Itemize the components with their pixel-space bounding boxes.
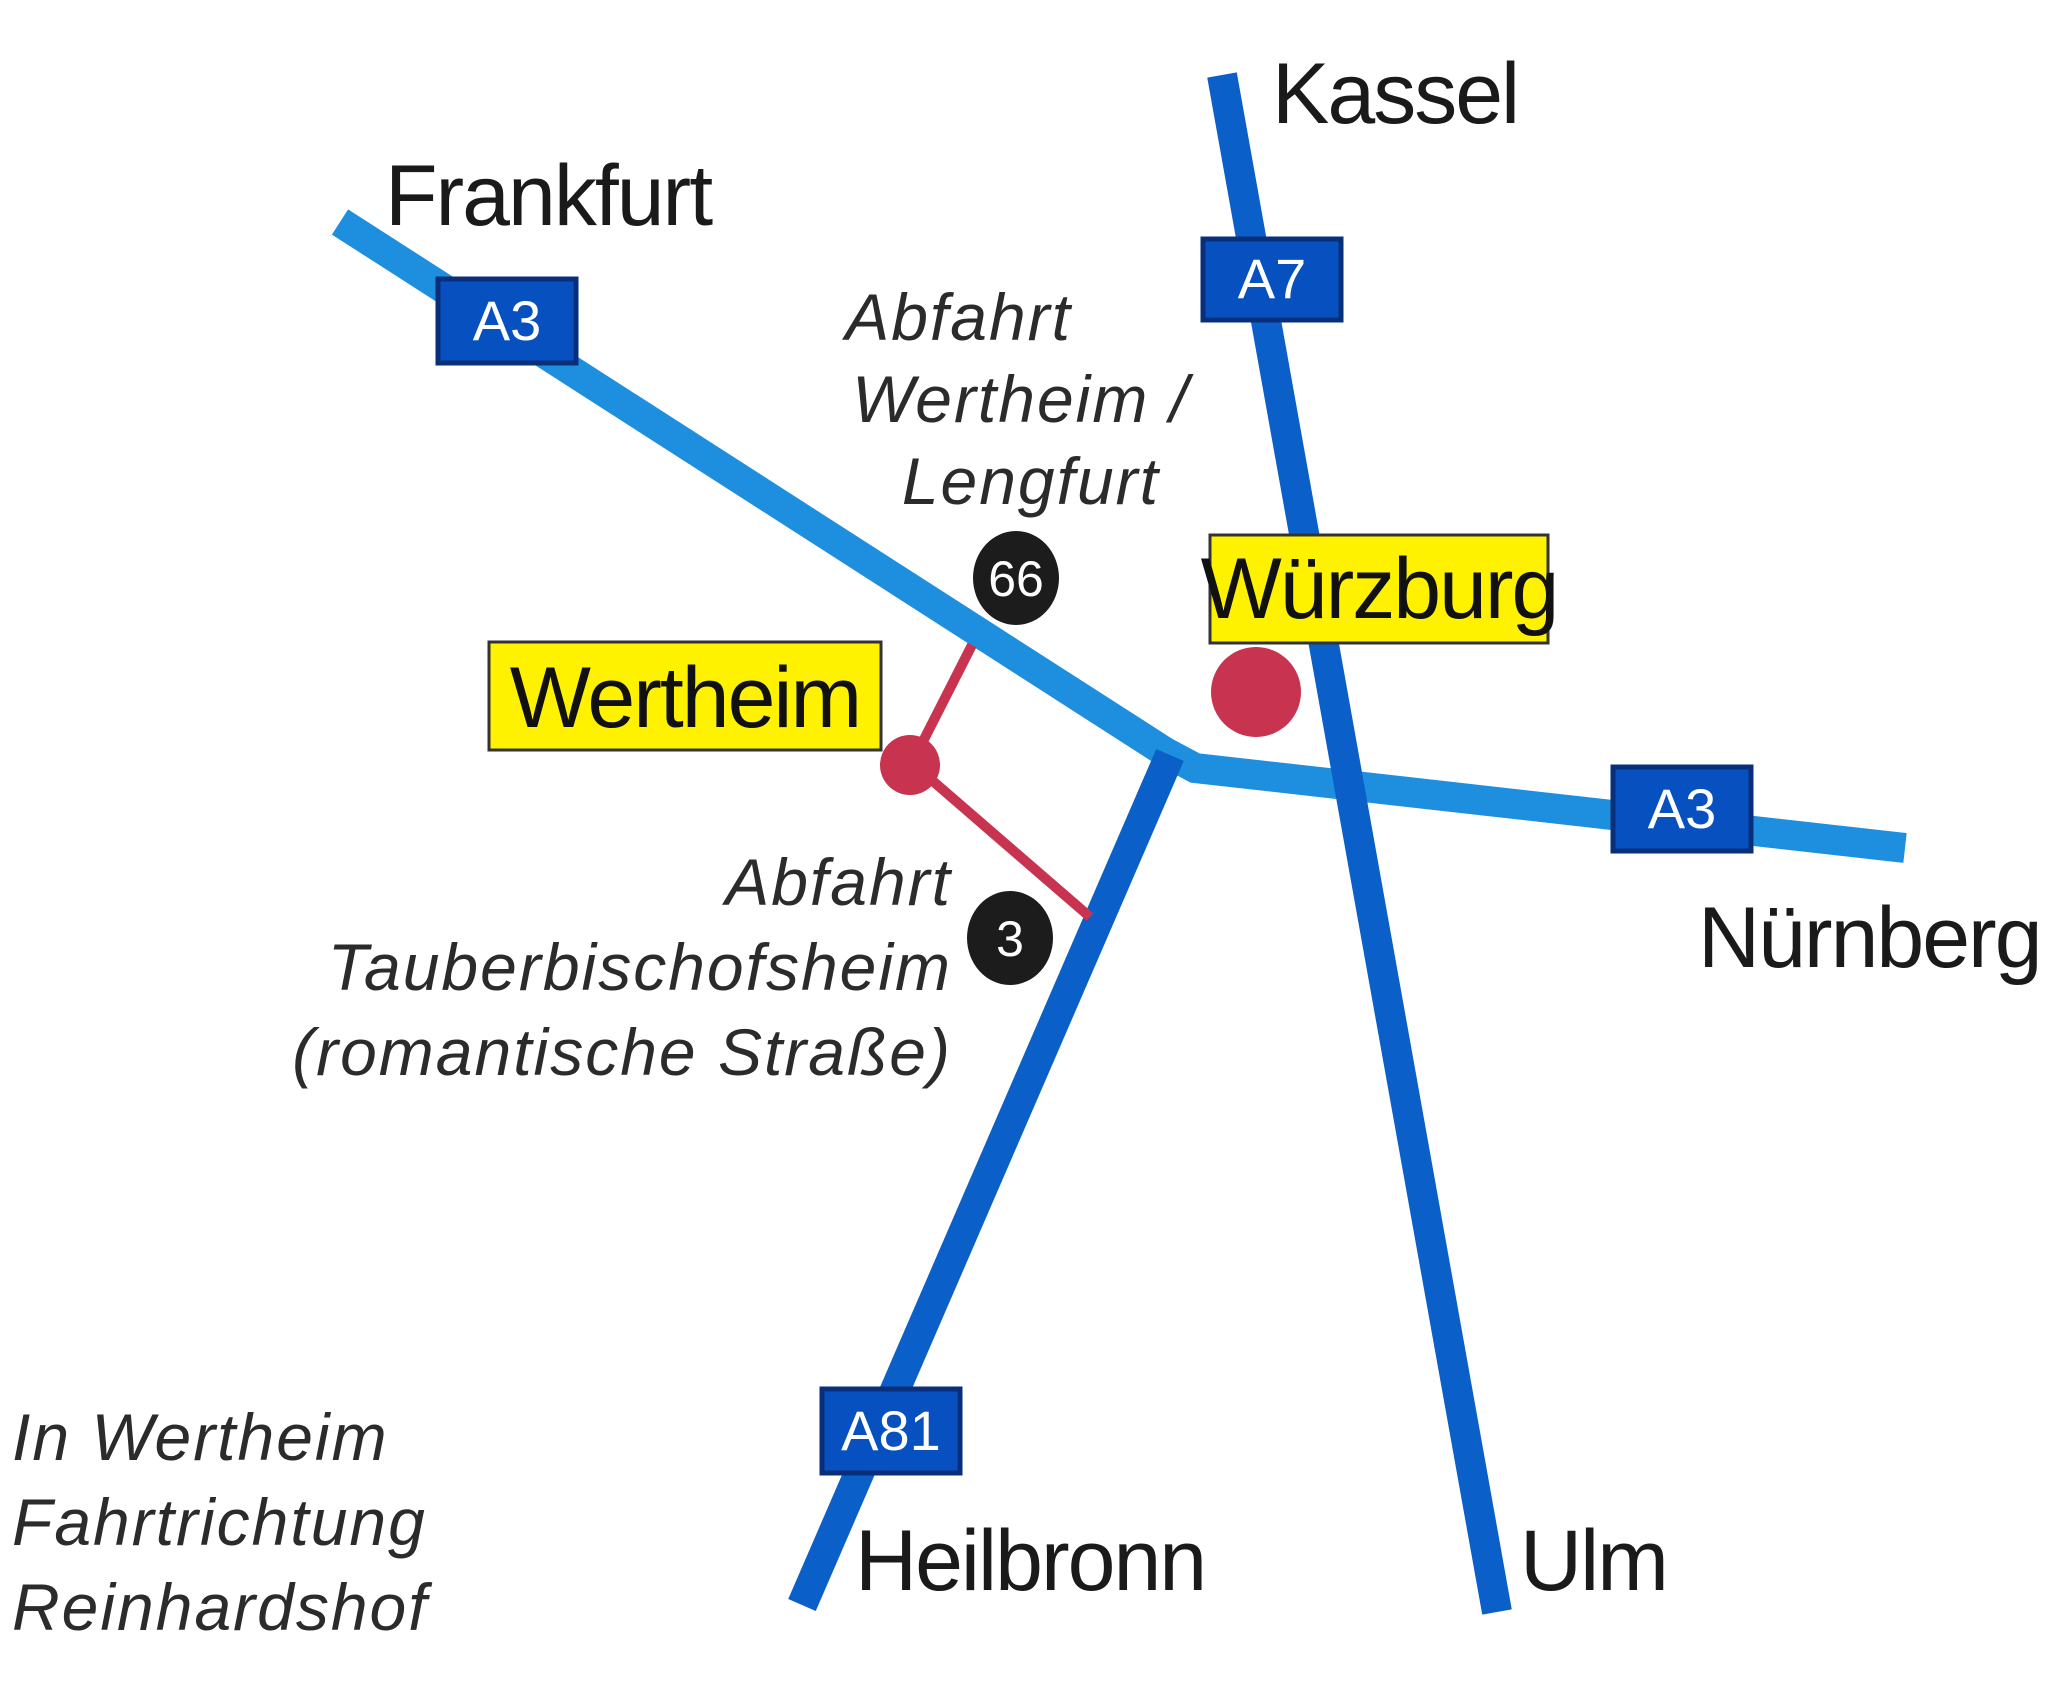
a3-shield-east: A3 [1610,764,1754,854]
exit-3-line-2: Tauberbischofsheim [328,930,952,1004]
a7-autobahn [1207,72,1512,1615]
exit-3-marker: 3 [967,891,1053,985]
city-nuernberg: Nürnberg [1698,890,2041,986]
exit-3-number: 3 [996,911,1024,967]
a3-shield-east-label: A3 [1648,777,1717,840]
exit-66-line-3: Lengfurt [902,444,1161,518]
directions-note-line-3: Reinhardshof [12,1570,433,1644]
exit-66-description: Abfahrt Wertheim / Lengfurt [841,280,1195,518]
a3-autobahn-east [1157,738,1907,863]
a3-shield-west: A3 [435,276,579,366]
directions-note-line-2: Fahrtrichtung [12,1485,427,1559]
wuerzburg-label-box: Würzburg [1201,533,1559,645]
exit-66-line-2: Wertheim / [852,362,1195,436]
exit-66-line-1: Abfahrt [841,280,1072,354]
exit-66-number: 66 [988,551,1044,607]
directions-note: In Wertheim Fahrtrichtung Reinhardshof [12,1400,433,1644]
exit-3-line-1: Abfahrt [721,845,952,919]
wuerzburg-label: Würzburg [1201,541,1558,637]
a3-shield-west-label: A3 [473,289,542,352]
wertheim-label-box: Wertheim [487,640,883,752]
a7-shield-label: A7 [1238,247,1307,310]
a81-shield-label: A81 [841,1399,941,1462]
city-ulm: Ulm [1520,1513,1667,1609]
exit-66-marker: 66 [973,531,1059,625]
exit-3-line-3: (romantische Straße) [292,1015,952,1089]
city-kassel: Kassel [1272,46,1518,142]
city-frankfurt: Frankfurt [385,148,713,244]
city-heilbronn: Heilbronn [855,1513,1205,1609]
a81-shield: A81 [819,1386,963,1476]
exit-3-description: Abfahrt Tauberbischofsheim (romantische … [292,845,952,1089]
a7-shield: A7 [1200,236,1344,323]
directions-note-line-1: In Wertheim [12,1400,389,1474]
wuerzburg-marker [1211,647,1301,737]
wertheim-label: Wertheim [510,650,860,746]
wertheim-marker [880,735,940,795]
